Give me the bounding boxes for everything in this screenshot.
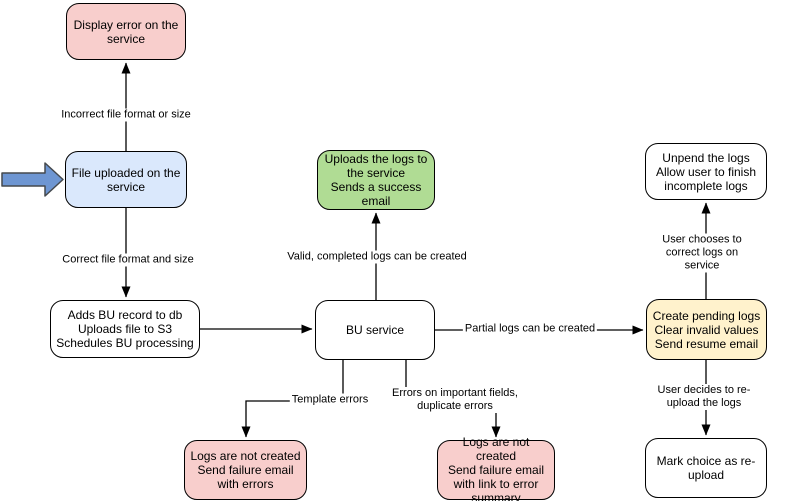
edge-label-valid-completed-logs: Valid, completed logs can be created [285, 250, 469, 264]
entry-block-arrow-icon [1, 162, 64, 197]
node-file-uploaded: File uploaded on the service [65, 151, 187, 208]
edge-label-template-errors: Template errors [289, 393, 371, 407]
edge-label-partial-logs: Partial logs can be created [462, 322, 598, 336]
node-logs-not-created-summary: Logs are not created Send failure email … [437, 435, 555, 501]
edge-label-correct-file-format: Correct file format and size [60, 253, 196, 267]
edge-label-user-chooses-correct: User chooses to correct logs on service [652, 233, 752, 273]
node-logs-not-created-errors: Logs are not created Send failure email … [184, 440, 307, 500]
node-create-pending-logs: Create pending logs Clear invalid values… [646, 299, 767, 360]
edge-label-user-decides-reupload: User decides to re-upload the logs [655, 384, 753, 410]
node-display-error: Display error on the service [66, 3, 186, 60]
node-mark-choice-reupload: Mark choice as re-upload [645, 438, 767, 498]
edge-label-incorrect-file-format: Incorrect file format or size [59, 108, 193, 122]
node-unpend-logs: Unpend the logs Allow user to finish inc… [645, 143, 767, 200]
node-adds-bu-record: Adds BU record to db Uploads file to S3 … [50, 300, 200, 358]
node-uploads-logs-success: Uploads the logs to the service Sends a … [317, 150, 435, 210]
node-bu-service: BU service [315, 300, 435, 360]
edge-label-errors-important-fields: Errors on important fields, duplicate er… [390, 387, 520, 413]
